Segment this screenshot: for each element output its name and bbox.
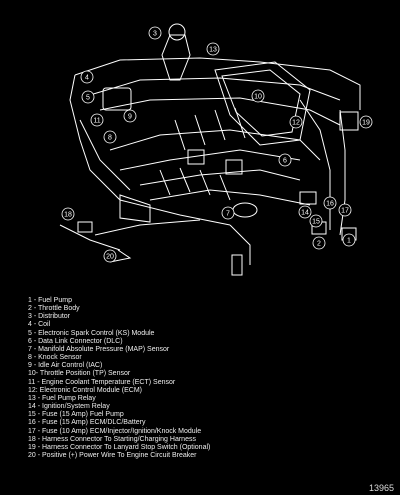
legend-item-9: 9 - Idle Air Control (IAC) — [28, 362, 103, 370]
callout-6: 6 — [283, 158, 287, 165]
callout-7: 7 — [226, 211, 230, 218]
figure-number: 13965 — [368, 483, 394, 493]
callout-1: 1 — [347, 238, 351, 245]
callout-20: 20 — [106, 254, 114, 261]
callout-19: 19 — [362, 120, 370, 127]
legend: 1 - Fuel Pump 2 - Throttle Body 3 - Dist… — [28, 297, 388, 460]
legend-item-14: 14 - Ignition/System Relay — [28, 403, 110, 411]
legend-item-13: 13 - Fuel Pump Relay — [28, 394, 96, 402]
callout-2: 2 — [317, 241, 321, 248]
callout-18: 18 — [64, 212, 72, 219]
legend-item-2: 2 - Throttle Body — [28, 305, 80, 313]
callout-9: 9 — [128, 114, 132, 121]
callout-11: 11 — [93, 118, 100, 125]
legend-item-17: 17 - Fuse (10 Amp) ECM/Injector/Ignition… — [28, 427, 202, 435]
legend-item-16: 16 - Fuse (15 Amp) ECM/DLC/Battery — [28, 419, 146, 427]
wiring-diagram: 3 13 4 5 11 9 8 6 14 15 16 17 2 1 7 12 1… — [59, 23, 373, 276]
legend-item-19: 19 - Harness Connector To Lanyard Stop S… — [28, 443, 211, 451]
callout-3: 3 — [153, 31, 157, 38]
legend-item-12: 12: Electronic Control Module (ECM) — [28, 386, 142, 394]
callout-10: 10 — [254, 94, 262, 101]
legend-item-1: 1 - Fuel Pump — [28, 297, 72, 304]
legend-item-20: 20 - Positive (+) Power Wire To Engine C… — [28, 451, 197, 459]
callout-13: 13 — [209, 47, 217, 54]
callout-17: 17 — [341, 208, 349, 215]
callout-14: 14 — [301, 210, 309, 217]
legend-item-5: 5 - Electronic Spark Control (KS) Module — [28, 329, 155, 337]
legend-item-7: 7 - Manifold Absolute Pressure (MAP) Sen… — [28, 345, 170, 353]
callout-16: 16 — [326, 201, 334, 208]
callout-8: 8 — [108, 135, 112, 142]
callout-15: 15 — [312, 219, 320, 226]
legend-item-11: 11 - Engine Coolant Temperature (ECT) Se… — [28, 378, 176, 386]
legend-item-8: 8 - Knock Sensor — [28, 354, 82, 362]
legend-item-6: 6 - Data Link Connector (DLC) — [28, 337, 123, 345]
legend-item-15: 15 - Fuse (15 Amp) Fuel Pump — [28, 411, 124, 419]
callout-12: 12 — [292, 120, 300, 127]
legend-item-18: 18 - Harness Connector To Starting/Charg… — [28, 435, 196, 443]
legend-item-4: 4 - Coil — [28, 321, 51, 329]
callout-4: 4 — [85, 75, 89, 82]
legend-item-3: 3 - Distributor — [28, 313, 71, 321]
legend-item-10: 10- Throttle Position (TP) Sensor — [28, 370, 131, 378]
callout-5: 5 — [86, 95, 90, 102]
